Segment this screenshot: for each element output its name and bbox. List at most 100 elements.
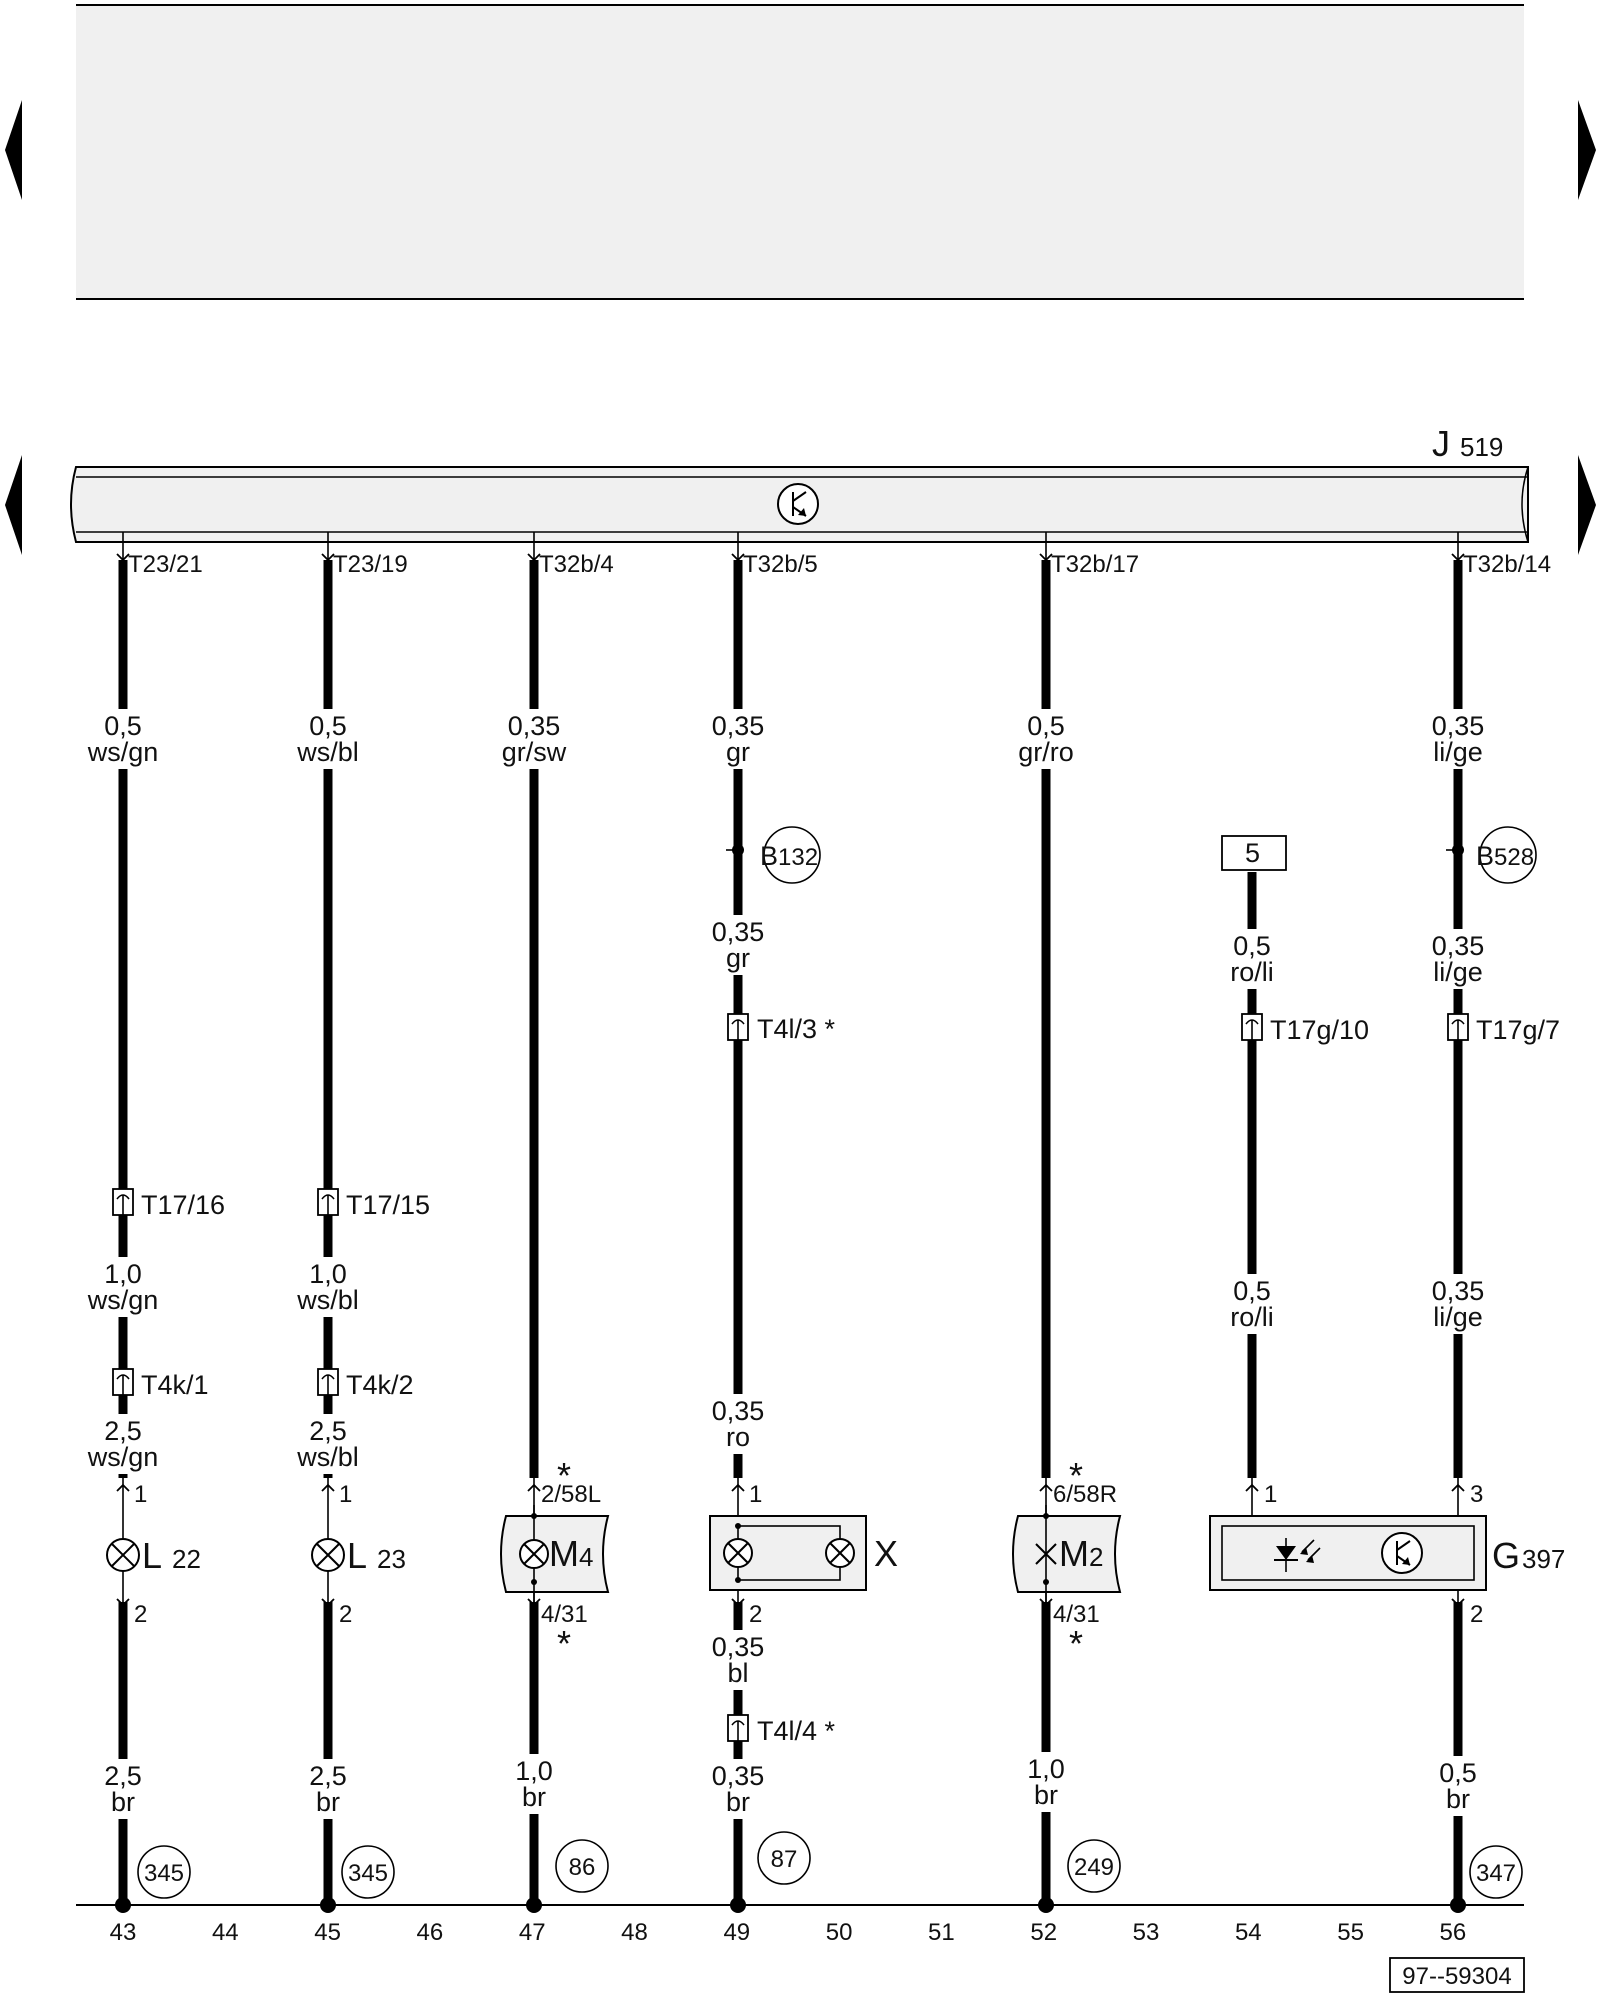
component-m4: M 4 * 2/58L 4/31 *: [500, 1455, 610, 1664]
wire-spec-c52-bot: 1,0br: [1008, 1752, 1084, 1812]
connector-t32b-4: T32b/4: [539, 551, 614, 578]
x-code: X: [874, 1533, 898, 1574]
wire-size: 2,5: [309, 1761, 347, 1791]
track-number: 53: [1133, 1919, 1160, 1946]
pin-arrow-icon: [1039, 553, 1053, 562]
wire-spec-c45-bot: 2,5br: [290, 1759, 366, 1819]
g397-pin-left: 1: [1264, 1481, 1277, 1508]
wire-size: 1,0: [1027, 1754, 1065, 1784]
top-connector-labels: T23/21 T23/19 T32b/4 T32b/5 T32b/17 T32b…: [128, 551, 1551, 578]
pin-arrow-icon: [731, 1598, 745, 1607]
wire-color: bl: [727, 1658, 748, 1688]
inline-t17-15: T17/15: [346, 1190, 430, 1220]
wire-color: ws/gn: [87, 737, 159, 767]
m2-code: M: [1059, 1533, 1089, 1574]
inline-connector-icon: [1241, 1013, 1263, 1041]
inline-connector-icon: [112, 1188, 134, 1216]
wire-size: 0,35: [712, 1761, 765, 1791]
wire-spec-c45-top: 0,5ws/bl: [290, 709, 366, 769]
prev-page-arrow-icon[interactable]: [5, 100, 22, 200]
pin-arrow-icon: [321, 553, 335, 562]
m2-star-bottom: *: [1069, 1623, 1083, 1664]
pin-arrow-icon: [527, 553, 541, 562]
ground-ref-86: 86: [569, 1854, 596, 1881]
ground-ref-345-a: 345: [144, 1860, 184, 1887]
ground-ref-87: 87: [771, 1846, 798, 1873]
connector-t32b-14: T32b/14: [1463, 551, 1551, 578]
diagram-id: 97--59304: [1402, 1963, 1511, 1990]
splice-b528: B 528: [1446, 826, 1537, 884]
wire-color: br: [726, 1787, 750, 1817]
splice-b132: B 132: [726, 826, 821, 884]
wire-color: br: [111, 1787, 135, 1817]
wire-spec-labels: 0,5ws/gn0,5ws/bl0,35gr/sw0,35gr0,5gr/ro0…: [85, 709, 1496, 1819]
track-number: 45: [314, 1919, 341, 1946]
pin-arrow-icon: [321, 1483, 335, 1492]
inline-connector-icon: [1447, 1013, 1469, 1041]
m2-star-top: *: [1069, 1455, 1083, 1496]
wire-color: br: [522, 1782, 546, 1812]
pin-arrow-icon: [1245, 1483, 1259, 1492]
header-panel: [76, 5, 1524, 299]
g397-number: 397: [1522, 1544, 1565, 1574]
wire-size: 0,5: [1233, 931, 1271, 961]
wire-color: gr: [726, 737, 750, 767]
connector-t23-19: T23/19: [333, 551, 408, 578]
l22-number: 22: [172, 1544, 201, 1574]
wire-spec-c56-bot: 0,5br: [1420, 1756, 1496, 1816]
wire-color: br: [1446, 1784, 1470, 1814]
component-l23: L 23 1 2: [311, 1478, 406, 1628]
pin-arrow-icon: [1039, 1483, 1053, 1492]
prev-section-arrow-icon[interactable]: [5, 455, 22, 555]
m4-star-top: *: [557, 1455, 571, 1496]
l22-pin-bottom: 2: [134, 1601, 147, 1628]
wire-spec-c54-upper: 0,5ro/li: [1214, 929, 1290, 989]
wire-color: ws/bl: [296, 1285, 359, 1315]
wire-color: ro/li: [1230, 957, 1274, 987]
track-number: 43: [110, 1919, 137, 1946]
component-x: X 1 2: [709, 1478, 898, 1628]
wire-size: 0,5: [1027, 711, 1065, 741]
pin-arrow-icon: [1039, 1598, 1053, 1607]
track-number: 46: [417, 1919, 444, 1946]
inline-t4k1: T4k/1: [141, 1370, 209, 1400]
pin-arrow-icon: [527, 1483, 541, 1492]
g397-pin-right: 3: [1470, 1481, 1483, 1508]
photodiode-icon: [1274, 1538, 1321, 1572]
g397-transistor-icon: [1381, 1532, 1423, 1574]
inline-t4l4: T4l/4 *: [757, 1716, 836, 1746]
wire-size: 0,35: [1432, 931, 1485, 961]
inline-connector-labels: T4l/3 * T17g/10 T17g/7 T17/16 T17/15 T4k…: [141, 1014, 1560, 1746]
wire-size: 0,35: [508, 711, 561, 741]
wire-size: 0,5: [1439, 1758, 1477, 1788]
g397-pin-bottom: 2: [1470, 1601, 1483, 1628]
wire-color: li/ge: [1433, 737, 1483, 767]
inline-connector-icon: [727, 1013, 749, 1041]
inline-t4k2: T4k/2: [346, 1370, 414, 1400]
wire-size: 0,35: [712, 1632, 765, 1662]
track-number: 51: [928, 1919, 955, 1946]
inline-t4l3: T4l/3 *: [757, 1014, 836, 1044]
m4-code: M: [549, 1533, 579, 1574]
m4-pin-bottom: 4/31: [541, 1601, 588, 1628]
m2-pin-top: 6/58R: [1053, 1481, 1117, 1508]
pin-arrow-icon: [321, 1598, 335, 1607]
splice-b528-code: B: [1476, 841, 1494, 871]
track-number: 47: [519, 1919, 546, 1946]
wires: [118, 560, 1463, 1905]
next-page-arrow-icon[interactable]: [1578, 100, 1596, 200]
control-unit-code: J: [1432, 423, 1450, 464]
wire-size: 2,5: [104, 1416, 142, 1446]
wire-size: 0,5: [104, 711, 142, 741]
l22-code: L: [142, 1535, 162, 1576]
track-number: 55: [1337, 1919, 1364, 1946]
pin-arrow-icon: [1451, 553, 1465, 562]
pin-arrows: [116, 553, 1465, 1607]
wire-size: 0,35: [1432, 1276, 1485, 1306]
wire-color: ws/gn: [87, 1442, 159, 1472]
next-section-arrow-icon[interactable]: [1578, 455, 1596, 555]
pin-arrow-icon: [1451, 1483, 1465, 1492]
